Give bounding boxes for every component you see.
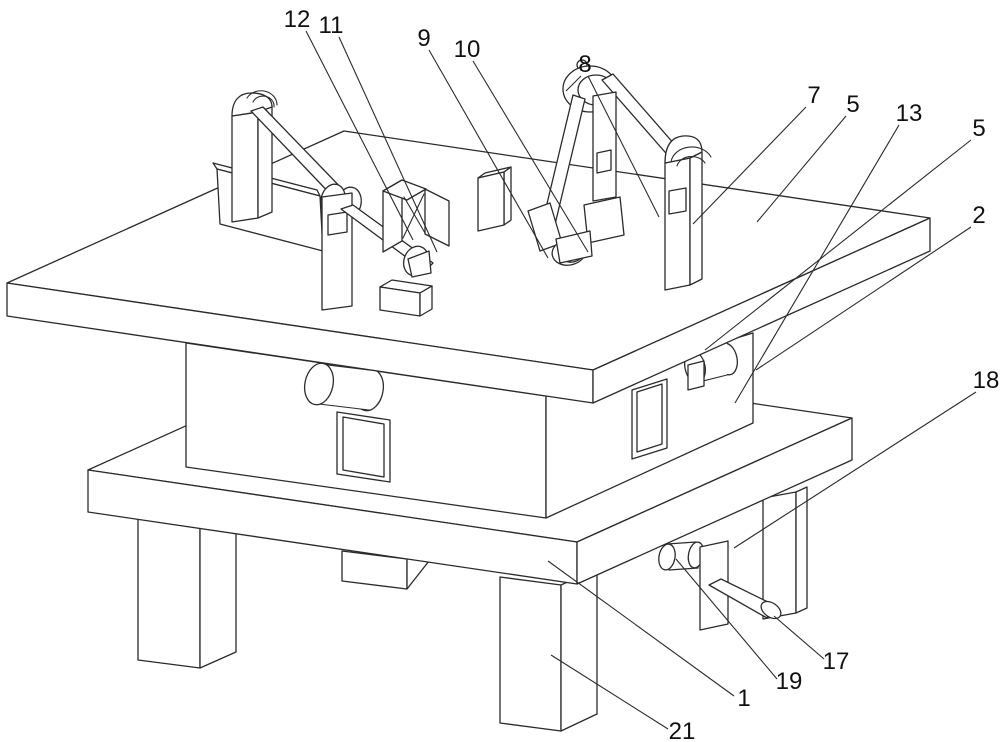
left-pivot-post <box>231 90 278 223</box>
left-press-head <box>382 179 450 278</box>
callout-label-18-10: 18 <box>973 367 1000 394</box>
left-die-block <box>379 279 433 317</box>
slot-right <box>631 378 668 460</box>
callout-label-8-4: 8 <box>578 51 591 78</box>
leader-line-11 <box>338 36 438 253</box>
leader-line-21 <box>550 654 669 730</box>
callout-label-9-2: 9 <box>417 25 430 52</box>
leader-line-1 <box>547 560 735 697</box>
lead-screw-cylinder <box>658 541 705 571</box>
callout-label-1-13: 1 <box>737 685 750 712</box>
callout-label-10-3: 10 <box>454 36 481 63</box>
leader-line-19 <box>675 558 778 680</box>
top-plate <box>6 130 931 404</box>
right-mechanism <box>527 59 712 291</box>
leader-line-8 <box>565 75 582 92</box>
callout-label-5-6: 5 <box>846 91 859 118</box>
callout-label-2-9: 2 <box>972 202 985 229</box>
leader-line-8 <box>587 75 660 218</box>
callout-label-5-8: 5 <box>972 115 985 142</box>
callout-label-19-12: 19 <box>776 668 803 695</box>
leader-line-17 <box>773 615 825 660</box>
leg-right-back <box>762 486 808 620</box>
leader-line-18 <box>733 391 977 549</box>
leg-left <box>137 509 237 669</box>
callout-label-13-7: 13 <box>896 100 923 127</box>
leader-line-2 <box>755 226 972 371</box>
roller-front <box>303 362 385 412</box>
leader-line-12 <box>305 30 414 241</box>
leg-front <box>499 567 598 732</box>
leader-line-5 <box>704 139 972 351</box>
callout-label-7-5: 7 <box>807 82 820 109</box>
callout-label-17-11: 17 <box>823 648 850 675</box>
leader-line-9 <box>428 49 549 259</box>
leader-line-5 <box>756 115 847 223</box>
left-mechanism <box>231 90 450 317</box>
slot-front <box>336 411 391 483</box>
callout-label-12-0: 12 <box>284 6 311 33</box>
right-pivot-post <box>664 135 712 291</box>
crank-handle <box>708 578 782 620</box>
leader-line-7 <box>692 106 807 225</box>
left-hanger-bar <box>321 192 353 311</box>
leader-line-13 <box>734 124 900 404</box>
callout-label-11-1: 11 <box>319 12 344 39</box>
callout-label-21-14: 21 <box>669 718 696 742</box>
leader-line-10 <box>472 60 589 253</box>
backing-plate-right <box>477 166 512 232</box>
